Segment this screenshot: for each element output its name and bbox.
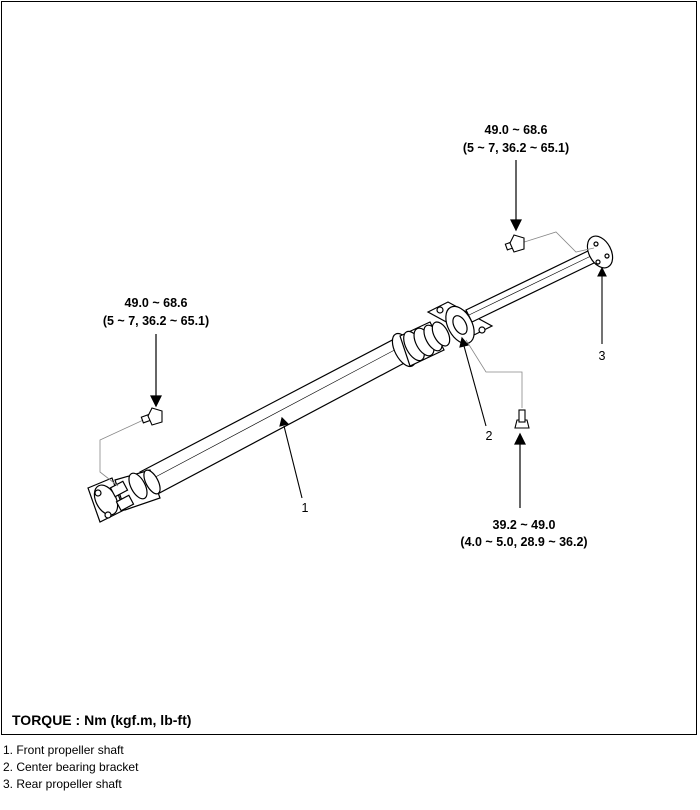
torque-unit-note: TORQUE : Nm (kgf.m, lb-ft) [12,712,192,728]
bracket-bolt [514,409,530,429]
legend-item: 3. Rear propeller shaft [3,777,122,791]
torque-arrows [150,160,526,508]
shaft-boot [391,321,451,368]
rear-torque-value: 49.0 ~ 68.6 [485,123,548,137]
bracket-torque-value: 39.2 ~ 49.0 [493,518,556,532]
rear-torque-detail: (5 ~ 7, 36.2 ~ 65.1) [463,141,569,155]
parts-legend: 1. Front propeller shaft 2. Center beari… [3,742,138,793]
callout-3: 3 [599,349,606,363]
callout-1: 1 [302,501,309,515]
front-torque-detail: (5 ~ 7, 36.2 ~ 65.1) [103,314,209,328]
callout-lines [279,266,607,499]
front-bolt [140,407,163,426]
front-torque-value: 49.0 ~ 68.6 [125,296,188,310]
bolt-leader-lines [99,231,595,487]
rear-propeller-shaft [465,249,597,323]
propeller-shaft-diagram: 49.0 ~ 68.6 (5 ~ 7, 36.2 ~ 65.1) 49.0 ~ … [87,123,614,549]
callout-2: 2 [486,429,493,443]
rear-bolt [504,234,525,253]
rear-flange [586,235,614,269]
bracket-torque-detail: (4.0 ~ 5.0, 28.9 ~ 36.2) [460,535,587,549]
legend-item: 1. Front propeller shaft [3,743,124,757]
legend-item: 2. Center bearing bracket [3,760,139,774]
front-universal-joint [87,477,135,523]
center-bearing-bracket [426,301,494,345]
